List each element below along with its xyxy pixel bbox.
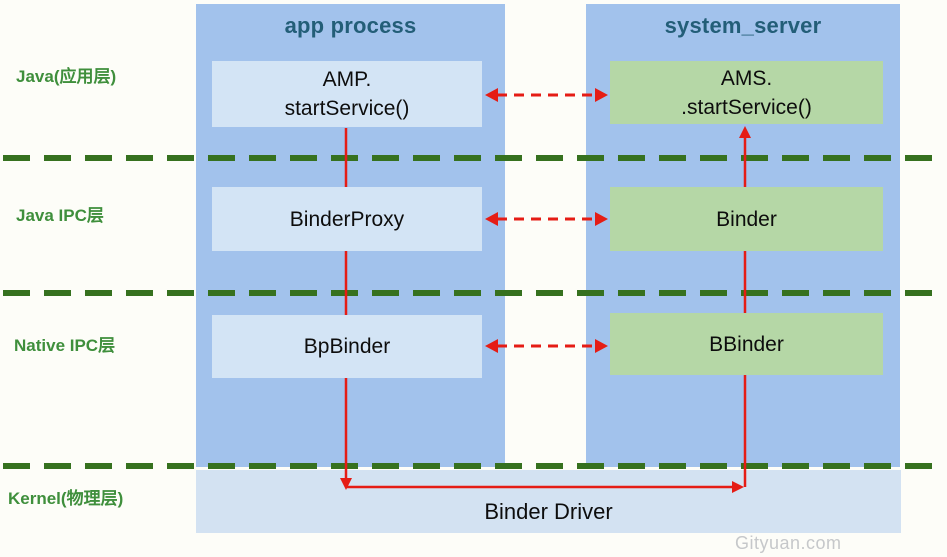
binder-driver-label: Binder Driver — [484, 499, 613, 524]
amp-startservice-box: AMP. startService() — [212, 61, 482, 127]
amp-line1: AMP. — [322, 68, 372, 91]
layer-label-native-ipc: Native IPC层 — [14, 336, 116, 355]
ams-line1: AMS. — [720, 66, 773, 90]
bpbinder-box: BpBinder — [212, 315, 482, 378]
bbinder-box: BBinder — [610, 313, 883, 375]
binder-driver-box — [196, 470, 901, 533]
amp-line2: startService() — [284, 97, 410, 120]
layer-label-kernel: Kernel(物理层) — [8, 489, 124, 508]
layer-label-java-ipc: Java IPC层 — [16, 206, 104, 225]
system-server-title: system_server — [664, 13, 822, 38]
watermark: Gityuan.com — [735, 533, 842, 553]
binder-box: Binder — [610, 187, 883, 251]
layer-label-java-app: Java(应用层) — [16, 67, 117, 86]
app-process-title: app process — [284, 13, 417, 38]
binderproxy-box: BinderProxy — [212, 187, 482, 251]
ams-startservice-box: AMS. .startService() — [610, 61, 883, 124]
ams-line2: .startService() — [681, 95, 812, 119]
